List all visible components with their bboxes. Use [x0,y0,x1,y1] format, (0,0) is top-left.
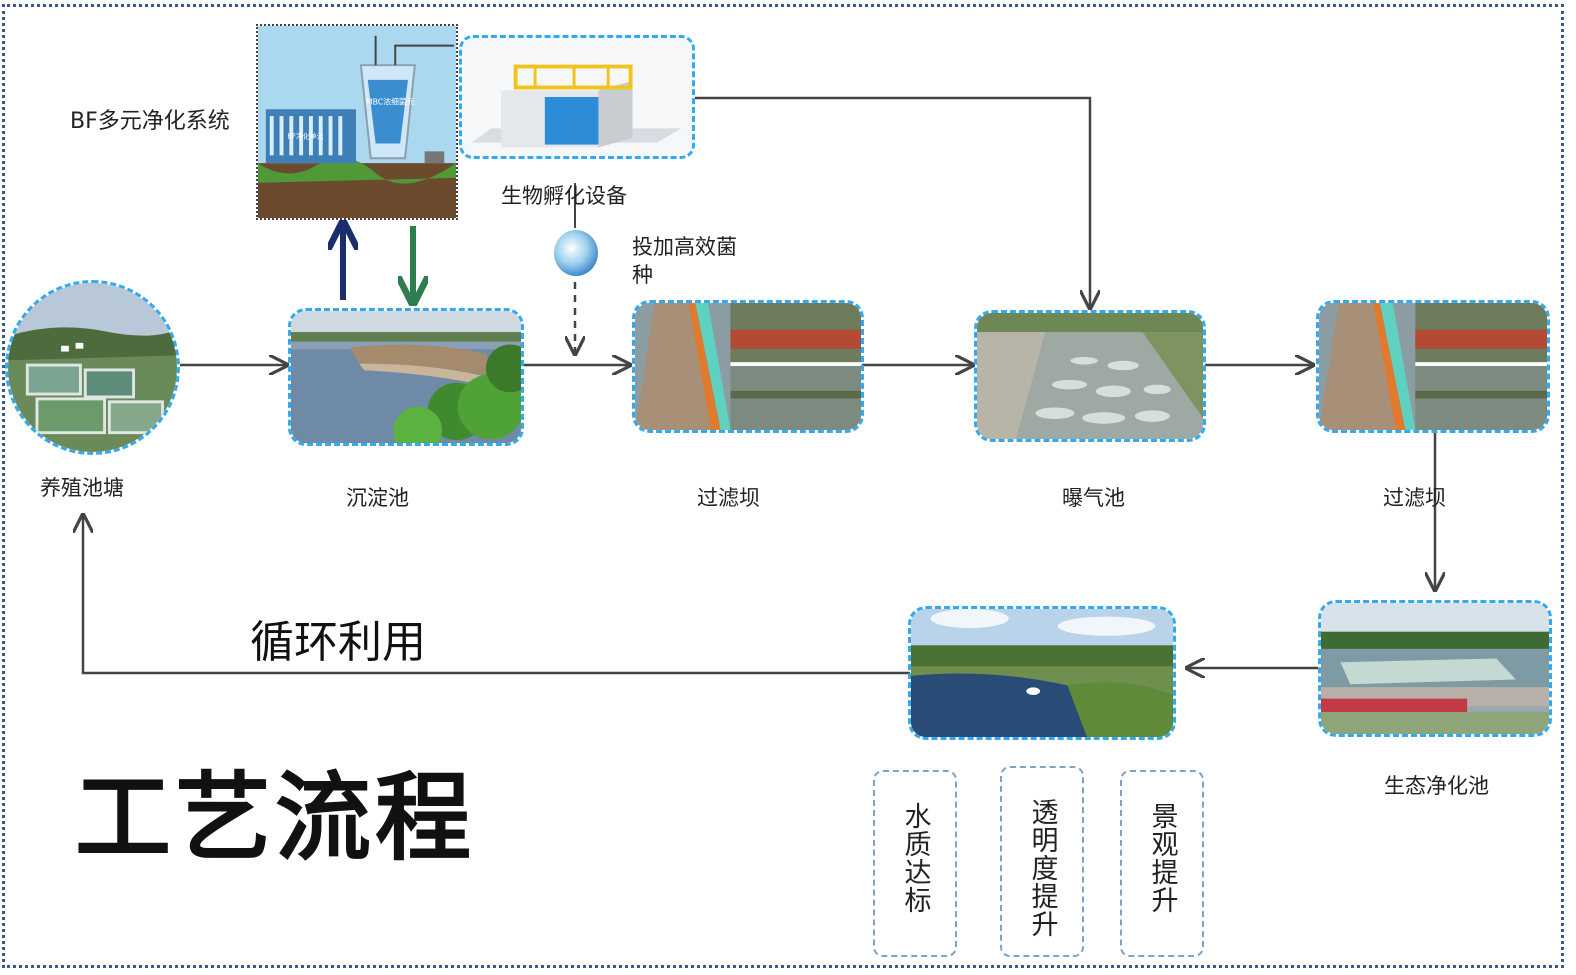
label-eco: 生态净化池 [1384,774,1489,798]
label-bf-system: BF多元净化系统 [70,109,230,134]
wetland-image [908,606,1176,740]
label-pond: 养殖池塘 [40,476,124,500]
hatch-image [459,35,695,159]
outcome-box-water-quality: 水质达标 [873,770,957,957]
bf-tower-text: MBC浓细菌元 [366,96,415,106]
page-frame [2,4,1564,968]
label-bacteria-1: 投加高效菌 [632,235,737,259]
label-settle: 沉淀池 [346,486,409,510]
bf-unit-text: BF净化单元 [287,132,323,141]
pond-image [5,280,180,455]
page-title: 工艺流程 [75,762,475,874]
label-filter1: 过滤坝 [697,486,760,510]
outcome-box-landscape: 景观提升 [1120,770,1204,957]
label-aeration: 曝气池 [1062,486,1125,510]
recycle-label: 循环利用 [250,617,426,668]
outcome-box-transparency: 透明度提升 [1000,766,1084,957]
outcome-water-quality: 水质达标 [899,802,931,914]
aeration-image [974,310,1206,442]
outcome-landscape: 景观提升 [1146,802,1178,914]
filter1-image [632,300,864,433]
outcome-transparency: 透明度提升 [1026,798,1058,938]
eco-image [1318,600,1552,737]
settle-image [288,308,524,446]
label-hatch: 生物孵化设备 [501,184,627,208]
bf-system-image: MBC浓细菌元 BF净化单元 [256,24,458,220]
label-bacteria-2: 种 [632,263,653,287]
label-filter2: 过滤坝 [1383,486,1446,510]
arrow-hatch-aeration [695,96,1090,308]
bacteria-icon [554,230,598,276]
filter2-image [1316,300,1550,433]
arrow-recycle [83,515,910,675]
